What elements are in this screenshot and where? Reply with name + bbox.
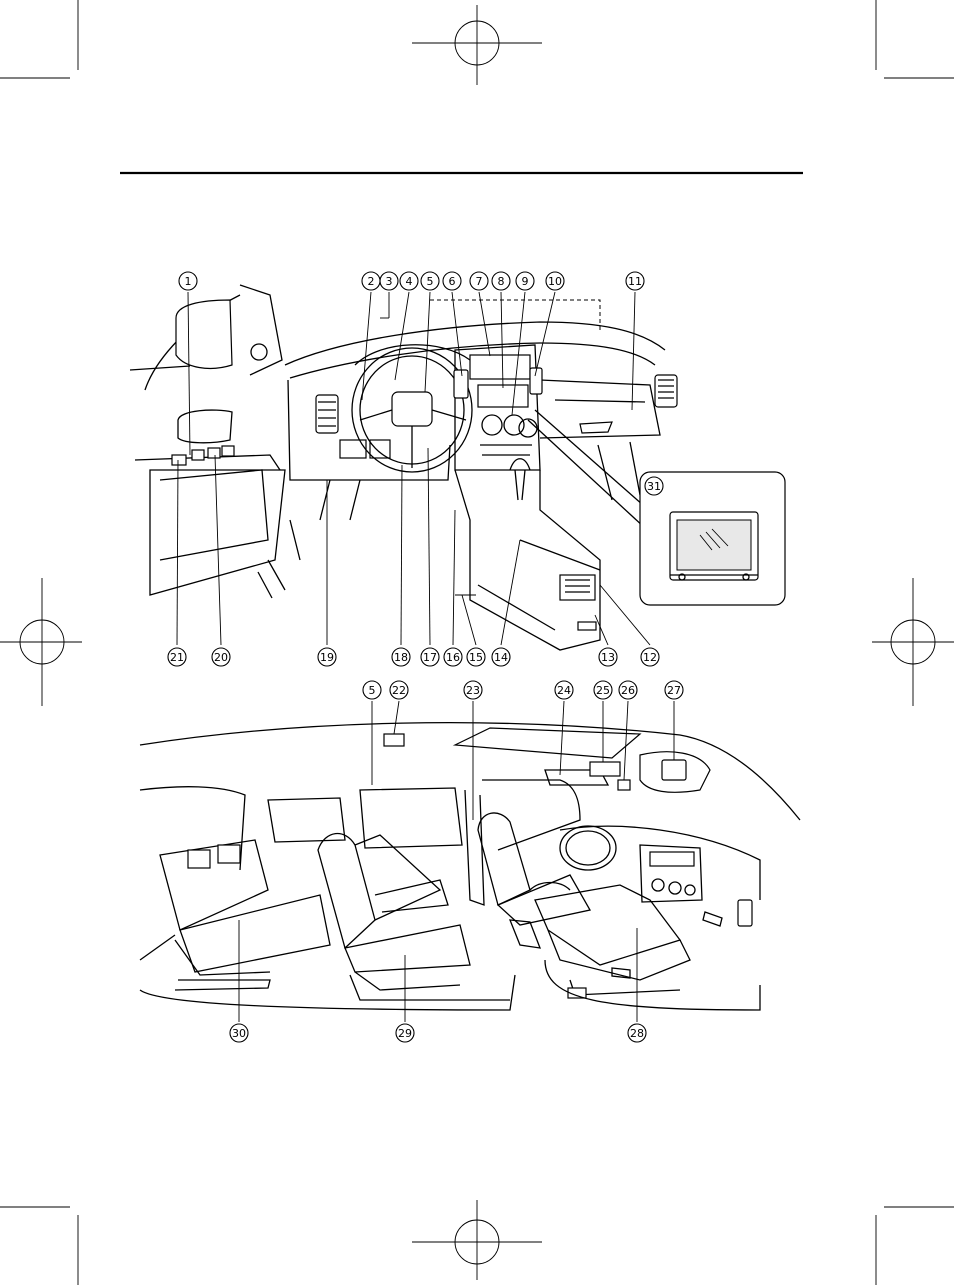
registration-target-right [872, 578, 954, 706]
callout-number: 17 [423, 651, 437, 664]
callout-number: 2 [368, 275, 375, 288]
callout-number: 11 [628, 275, 642, 288]
callout-marker: 21 [168, 648, 186, 666]
callout-number: 13 [601, 651, 615, 664]
display-inset [640, 472, 785, 605]
callout-marker: 4 [400, 272, 418, 290]
registration-target-bottom [412, 1200, 542, 1280]
callout-marker: 7 [470, 272, 488, 290]
callout-marker: 5 [363, 681, 381, 699]
callout-marker: 31 [645, 477, 663, 495]
callout-marker: 19 [318, 648, 336, 666]
callout-number: 19 [320, 651, 334, 664]
callout-number: 18 [394, 651, 408, 664]
callout-number: 12 [643, 651, 657, 664]
callout-marker: 26 [619, 681, 637, 699]
callout-marker: 2 [362, 272, 380, 290]
callout-marker: 11 [626, 272, 644, 290]
registration-target-top [412, 5, 542, 85]
callout-number: 3 [386, 275, 393, 288]
callout-number: 8 [498, 275, 505, 288]
callout-marker: 1 [179, 272, 197, 290]
callout-number: 14 [494, 651, 508, 664]
callout-marker: 29 [396, 1024, 414, 1042]
callout-number: 16 [446, 651, 460, 664]
callout-number: 27 [667, 684, 681, 697]
callout-number: 7 [476, 275, 483, 288]
callout-number: 25 [596, 684, 610, 697]
callout-marker: 24 [555, 681, 573, 699]
callout-marker: 15 [467, 648, 485, 666]
callout-marker: 6 [443, 272, 461, 290]
callout-number: 29 [398, 1027, 412, 1040]
callout-marker: 3 [380, 272, 398, 290]
callout-number: 1 [185, 275, 192, 288]
callout-marker: 17 [421, 648, 439, 666]
callout-number: 6 [449, 275, 456, 288]
callout-marker: 25 [594, 681, 612, 699]
callout-marker: 8 [492, 272, 510, 290]
callout-marker: 5 [421, 272, 439, 290]
callout-marker: 23 [464, 681, 482, 699]
registration-target-left [0, 578, 82, 706]
callout-number: 5 [369, 684, 376, 697]
callout-marker: 14 [492, 648, 510, 666]
callout-number: 26 [621, 684, 635, 697]
callout-marker: 30 [230, 1024, 248, 1042]
callout-number: 23 [466, 684, 480, 697]
cabin-illustration [140, 701, 800, 1022]
callout-marker: 9 [516, 272, 534, 290]
callout-marker: 18 [392, 648, 410, 666]
callout-number: 24 [557, 684, 571, 697]
callout-number: 5 [427, 275, 434, 288]
callout-marker: 20 [212, 648, 230, 666]
dashboard-illustration [130, 285, 677, 650]
callout-number: 22 [392, 684, 406, 697]
callout-marker: 28 [628, 1024, 646, 1042]
callout-number: 21 [170, 651, 184, 664]
callout-marker: 10 [546, 272, 564, 290]
callout-marker: 16 [444, 648, 462, 666]
callout-number: 9 [522, 275, 529, 288]
callout-number: 10 [548, 275, 562, 288]
callout-number: 30 [232, 1027, 246, 1040]
callout-marker: 27 [665, 681, 683, 699]
callout-marker: 12 [641, 648, 659, 666]
callout-number: 4 [406, 275, 413, 288]
callout-number: 31 [647, 480, 661, 493]
callout-marker: 13 [599, 648, 617, 666]
callout-marker: 22 [390, 681, 408, 699]
callout-number: 20 [214, 651, 228, 664]
callout-number: 28 [630, 1027, 644, 1040]
callout-number: 15 [469, 651, 483, 664]
